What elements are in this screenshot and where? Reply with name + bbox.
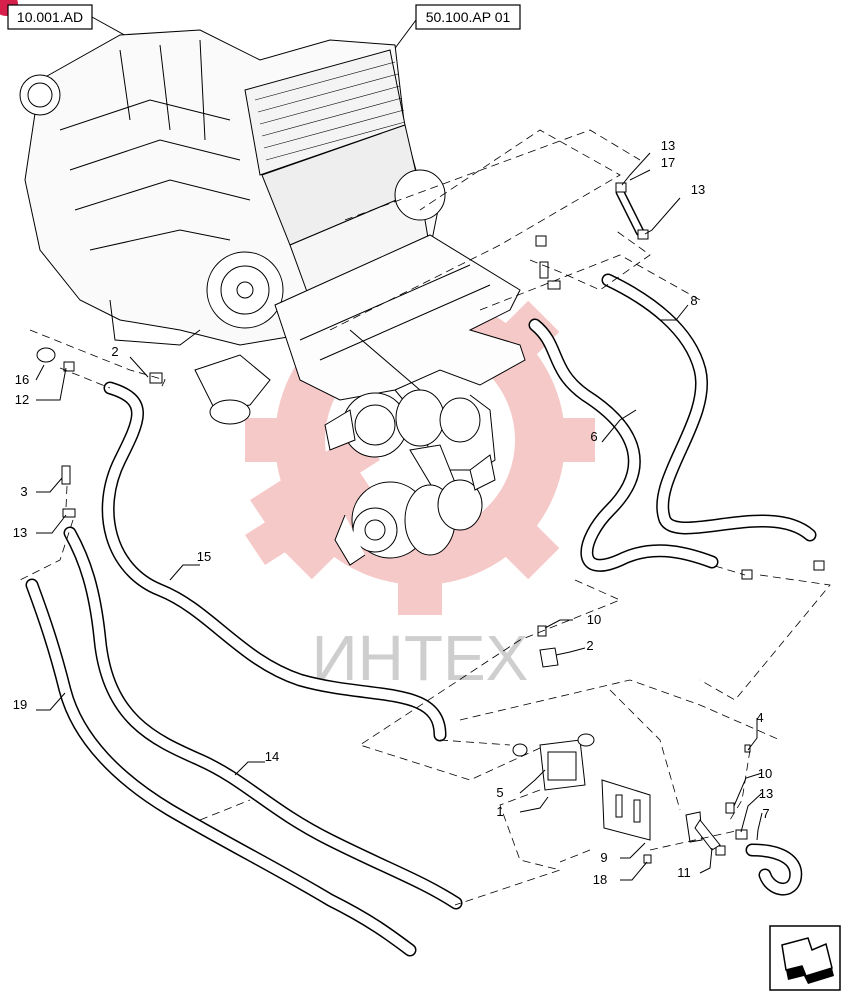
nut-18 — [643, 854, 652, 864]
callout-10-right[interactable]: 10 — [758, 766, 772, 781]
callout-18[interactable]: 18 — [593, 872, 607, 887]
hose-8 — [601, 273, 817, 542]
dashed-guides — [19, 129, 831, 906]
callout-7[interactable]: 7 — [762, 806, 769, 821]
fitting-3 — [61, 465, 71, 485]
callout-9[interactable]: 9 — [600, 850, 607, 865]
callout-11[interactable]: 11 — [677, 865, 691, 880]
callout-19[interactable]: 19 — [13, 697, 27, 712]
callout-6[interactable]: 6 — [590, 429, 597, 444]
callout-15[interactable]: 15 — [197, 549, 211, 564]
reference-label: 50.100.AP 01 — [426, 9, 511, 25]
fitting-top — [535, 235, 547, 247]
watermark-text: ИНТЕХ — [312, 622, 529, 694]
callout-8[interactable]: 8 — [690, 293, 697, 308]
clamp-13-top — [615, 182, 627, 193]
callout-14[interactable]: 14 — [265, 749, 279, 764]
clamp-2-top — [149, 372, 163, 384]
callout-13-top[interactable]: 13 — [661, 138, 675, 153]
callout-2-middle[interactable]: 2 — [586, 638, 593, 653]
tee-fitting-11 — [685, 811, 721, 851]
reference-box-10-001-ad[interactable]: 10.001.AD — [7, 4, 93, 30]
callout-leaders — [35, 152, 763, 881]
bolt-10-right — [725, 802, 735, 814]
callout-2-top[interactable]: 2 — [111, 344, 118, 359]
clamp-13-left — [62, 508, 76, 518]
callout-12[interactable]: 12 — [15, 392, 29, 407]
clamp-2 — [539, 647, 559, 668]
fittings — [36, 182, 825, 864]
bracket-9 — [601, 779, 651, 841]
hydraulic-pump-assembly — [324, 389, 496, 566]
clamp-near-8 — [813, 560, 825, 571]
clamp-11 — [715, 845, 726, 856]
bolt-4 — [744, 744, 751, 753]
callout-10-middle[interactable]: 10 — [587, 612, 601, 627]
fitting-top-2 — [539, 261, 549, 279]
callout-5[interactable]: 5 — [496, 785, 503, 800]
clamp-13-top-2 — [637, 229, 649, 240]
callout-13-bottom-right[interactable]: 13 — [759, 786, 773, 801]
reference-label: 10.001.AD — [17, 9, 83, 25]
fitting-16 — [36, 347, 56, 363]
callout-16[interactable]: 16 — [15, 372, 29, 387]
fitting-top-3 — [547, 280, 561, 290]
callout-1[interactable]: 1 — [496, 804, 503, 819]
callout-4[interactable]: 4 — [756, 710, 763, 725]
callout-17[interactable]: 17 — [661, 155, 675, 170]
filter-housing-5 — [512, 733, 595, 791]
reference-box-50-100-ap-01[interactable]: 50.100.AP 01 — [415, 4, 521, 30]
callout-13-right[interactable]: 13 — [691, 182, 705, 197]
next-page-arrow-icon[interactable] — [769, 925, 841, 991]
callout-3[interactable]: 3 — [20, 484, 27, 499]
engine-assembly — [19, 29, 446, 425]
clamp-12 — [63, 361, 75, 372]
callout-13-left[interactable]: 13 — [13, 525, 27, 540]
